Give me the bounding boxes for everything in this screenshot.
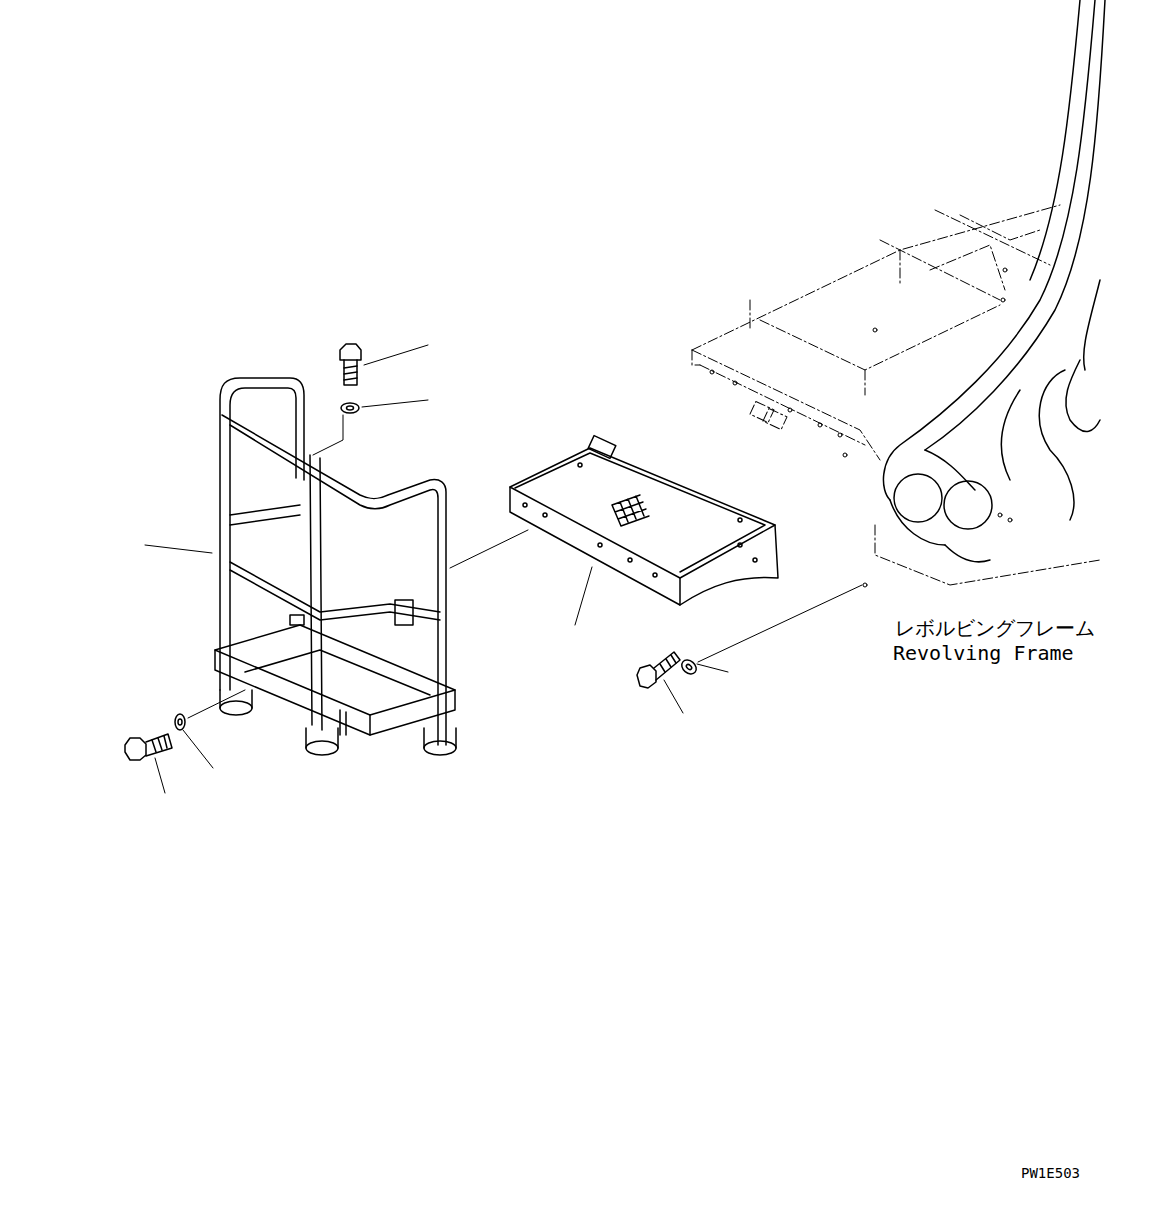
part-label: レボルビングフレーム	[895, 617, 1095, 639]
drawing-number: PW1E503	[1021, 1166, 1080, 1181]
frame-holes	[710, 268, 1012, 587]
handrail	[215, 378, 456, 755]
bolts	[125, 344, 699, 760]
step-platform	[510, 436, 778, 605]
boom-bracket	[883, 0, 1105, 562]
revolving-frame	[692, 205, 1100, 585]
leader-lines	[145, 345, 862, 793]
part-label: Revolving Frame	[893, 642, 1074, 664]
